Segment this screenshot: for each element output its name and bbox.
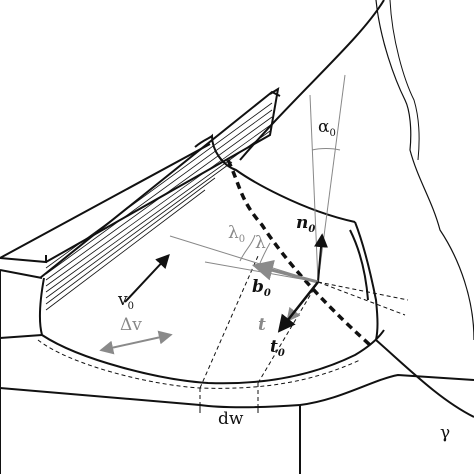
tool-side-flank (354, 221, 474, 418)
tool-inner-flank (349, 229, 369, 301)
cutting-edge-line (226, 159, 372, 347)
tool-right-profile (375, 0, 474, 341)
v0-arrow (124, 253, 170, 303)
v0-label: v0 (117, 290, 134, 312)
tool-rake-face-outline (194, 133, 356, 223)
workpiece-front-top-edge (0, 387, 301, 409)
dv-arrow (99, 330, 173, 355)
n0-label: n0 (296, 213, 315, 235)
tool-back-edge (239, 0, 385, 161)
b0-label: b0 (252, 277, 271, 299)
dw-dimension (199, 405, 259, 413)
workpiece-top-back-edge (0, 86, 280, 263)
tool-right-profile-inner (389, 0, 420, 161)
workpiece-front-face (0, 270, 474, 474)
lambda0-label: λ0 (228, 223, 245, 245)
dv-label: Δv (120, 315, 142, 335)
workpiece-groove-floor-edge (38, 277, 385, 385)
n0-arrow (314, 233, 329, 283)
lambda-label: λ (255, 233, 266, 253)
cutting-tool (194, 0, 474, 418)
b0-arrow (251, 260, 319, 284)
machined-layers (45, 102, 273, 311)
t0-label: t0 (270, 337, 285, 359)
gamma-label: γ (440, 423, 450, 443)
t-label: t (258, 315, 266, 335)
t0-arrow (277, 281, 319, 333)
workpiece-front-lower-edge (0, 269, 43, 339)
workpiece-front-left-edge (0, 255, 47, 264)
dw-label: dw (218, 409, 244, 429)
alpha0-label: α0 (318, 117, 336, 139)
